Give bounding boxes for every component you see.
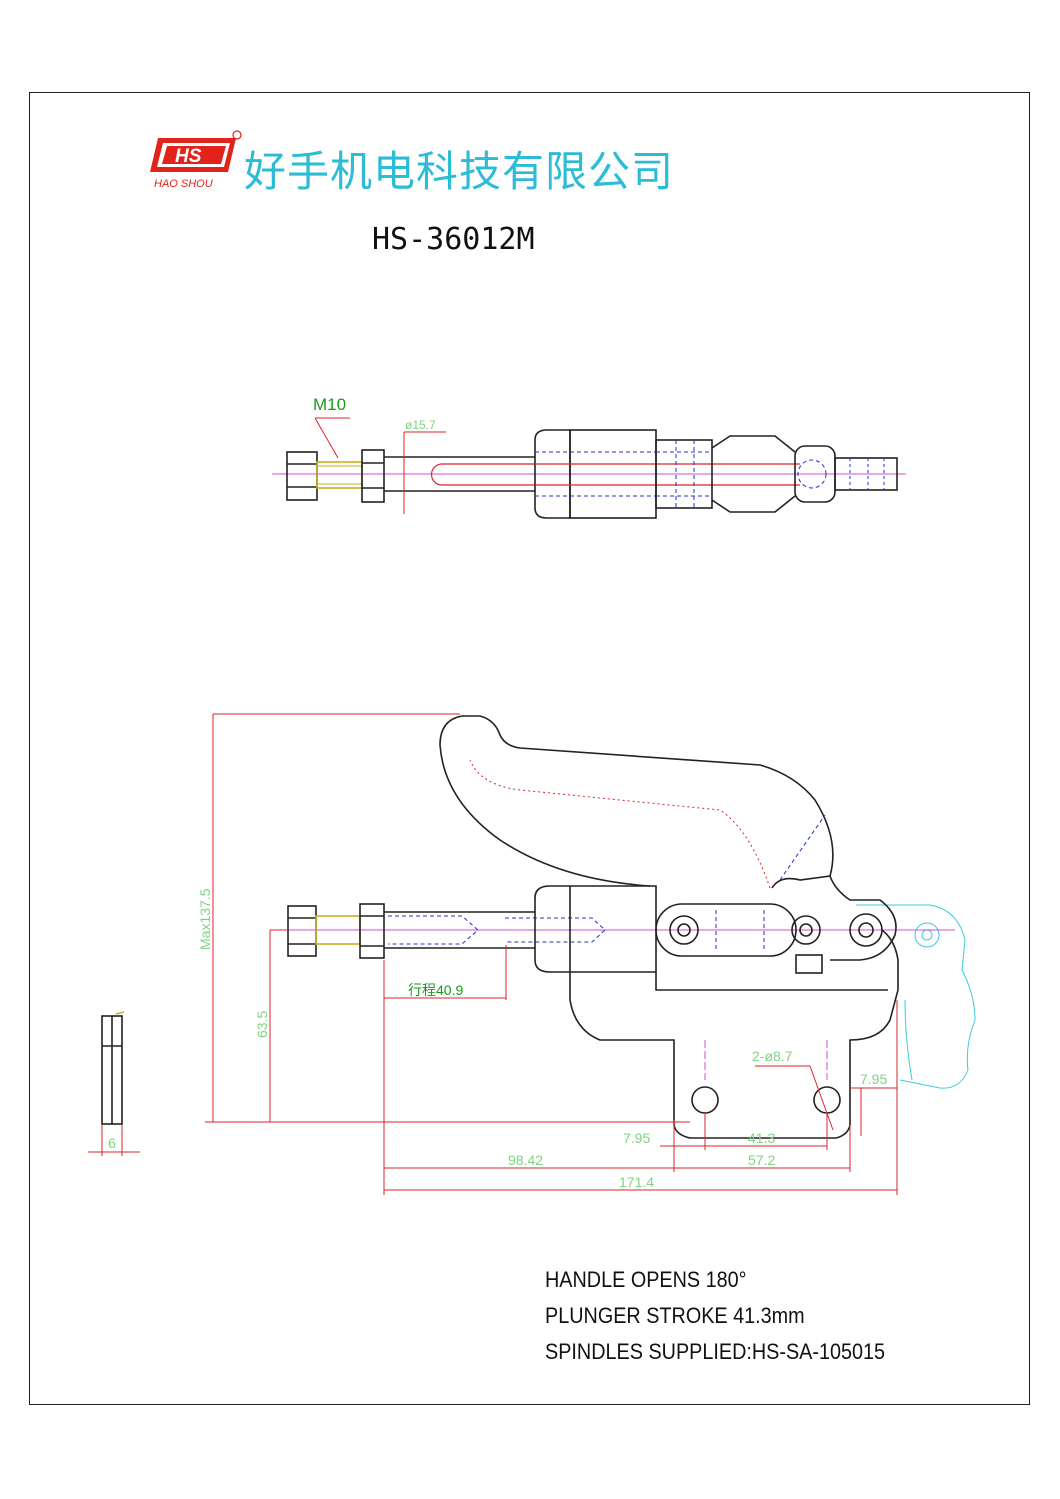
dim-9842: 98.42 xyxy=(508,1152,543,1168)
dim-795-left: 7.95 xyxy=(623,1130,650,1146)
plate-side-view xyxy=(101,1011,125,1125)
note-handle-opens: HANDLE OPENS 180° xyxy=(545,1267,747,1292)
side-view xyxy=(272,715,976,1139)
logo-subtext: HAO SHOU xyxy=(154,178,213,190)
diameter-label: ø15.7 xyxy=(405,418,436,432)
drawing-border xyxy=(29,92,1030,1405)
dim-max-height: Max137.5 xyxy=(197,888,213,950)
note-spindles: SPINDLES SUPPLIED:HS-SA-105015 xyxy=(545,1339,886,1364)
top-view xyxy=(272,417,906,519)
dim-height: 63.5 xyxy=(254,1011,270,1038)
dim-572: 57.2 xyxy=(748,1152,775,1168)
dim-1714: 171.4 xyxy=(619,1174,654,1190)
logo-text: HS xyxy=(175,146,202,167)
dim-795-right: 7.95 xyxy=(860,1071,887,1087)
spec-notes: HANDLE OPENS 180° PLUNGER STROKE 41.3mm … xyxy=(545,1262,923,1370)
company-name: 好手机电科技有限公司 xyxy=(244,147,675,196)
dim-holes: 2-ø8.7 xyxy=(752,1048,793,1064)
dim-stroke: 行程40.9 xyxy=(408,982,463,998)
dimension-lines xyxy=(88,713,898,1195)
dim-413: 41.3 xyxy=(748,1130,775,1146)
note-plunger-stroke: PLUNGER STROKE 41.3mm xyxy=(545,1303,805,1328)
dim-thickness: 6 xyxy=(108,1135,116,1151)
model-number: HS-36012M xyxy=(372,222,535,257)
thread-label: M10 xyxy=(313,395,346,414)
dimension-texts: Max137.5 63.5 行程40.9 2-ø8.7 7.95 41.3 98… xyxy=(108,888,887,1190)
hs-logo: HS HAO SHOU xyxy=(148,126,243,192)
